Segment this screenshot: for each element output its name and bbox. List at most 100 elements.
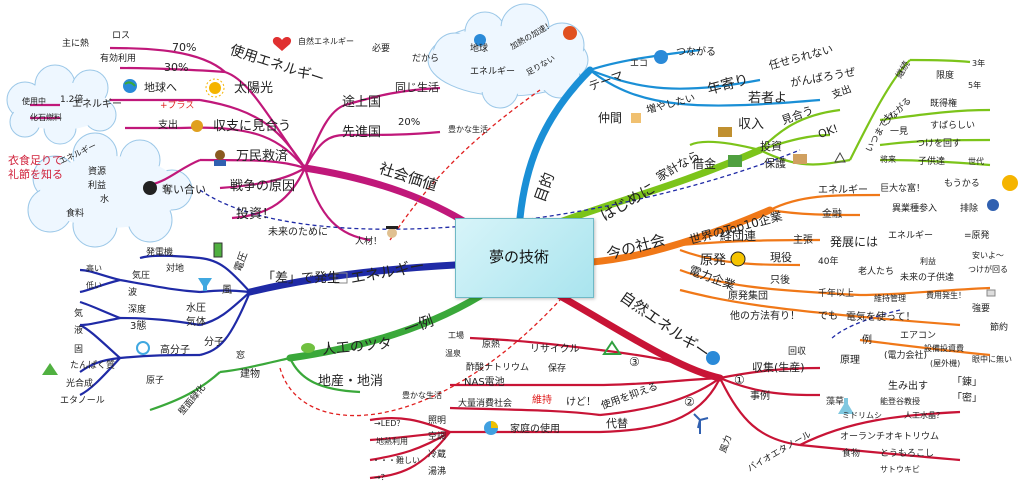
item-salvation: 万民救済 [236,149,289,164]
sun-icon [205,78,225,98]
energy-generator: 発電機 [146,248,174,258]
society-air-conditioner: エアコン [900,331,937,341]
globe-icon [123,79,137,93]
current-society-subbranches [679,193,991,357]
energy-high: 高い [86,264,102,273]
energy-molecule: 分子 [204,337,224,348]
intro-debt: 借金 [692,157,717,171]
society-after: 只後 [770,275,790,286]
globe-icon-2 [474,34,486,46]
energy-protein: たんぱく質 [70,361,116,371]
main-branches [246,66,774,382]
cloud-global-warming [427,3,589,109]
detail-scramble: 奪い合い [162,183,206,196]
society-current: 現役 [770,251,792,264]
energy-polymer: 高分子 [160,345,190,356]
detail-profit: 利益 [88,181,107,191]
natural-substitute: 代替 [606,417,628,430]
natural-unknown: →？ [374,473,389,482]
society-energy: エネルギー [818,185,868,196]
natural-artificial-crystal: 人工水晶？ [904,411,944,420]
purpose-young-people: 若者よ [748,91,788,106]
item-same-life: 同じ生活 [395,81,439,94]
item-human-resources: 人材！ [355,237,383,247]
graph-icon [334,272,348,284]
energy-low: 低い [86,281,102,290]
society-ignored: 眼中に無い [972,355,1012,364]
example-local-production: 地産・地消 [318,374,384,389]
flag-icon [986,289,996,297]
detail-water: 水 [100,195,110,205]
society-debt-passed: つけが回る [968,265,1008,274]
example-window: 窓 [236,351,246,361]
natural-geothermal: 地熱利用 [376,437,408,446]
society-for-development: 発展には [830,235,879,249]
natural-produce: 生み出す [888,381,928,392]
social-value-subbranches [30,46,441,242]
natural-recovery: 回収 [788,347,807,357]
coins-icon [191,120,203,132]
energy-subbranches [79,254,252,396]
natural-lighting: 照明 [428,416,447,426]
natural-ren: 「錬」 [952,377,982,388]
natural-but: けど！ [566,397,596,408]
energy-three-states: 3態 [130,321,147,332]
society-claim: 主張 [793,235,813,246]
society-future-children: 未来の子供達 [900,273,955,283]
detail-mainly-heat: 主に熱 [62,39,90,49]
society-power-co-paren: (電力会社) [884,351,928,361]
energy-ground: 対地 [166,264,185,274]
detail-1-2x: 1.2倍 [60,95,84,105]
natural-mitsu: 「密」 [952,393,982,404]
smiley-icon [1002,175,1018,191]
society-outdoor-unit: (屋外機) [930,359,961,368]
natural-professor: 能登谷教授 [880,397,920,406]
cloud-resource-conflict [27,132,193,248]
tree-icon [42,363,58,375]
detail-20pct: 20% [398,117,421,128]
leaf-icon [301,343,315,353]
society-finance: 金融 [822,209,842,220]
detail-needed: 必要 [372,44,391,54]
pie-chart-icon [484,421,498,435]
natural-recycle: リサイクル [530,344,580,355]
natural-principle: 原理 [840,355,860,366]
natural-to-led: →LED？ [374,419,405,428]
energy-qi: 気 [74,309,84,319]
intro-generation: 世代 [968,157,984,166]
society-new-entrants: 異業種参入 [892,204,938,214]
natural-sodium-acetate: 酢酸ナトリウム [466,363,530,373]
natural-hot-spring: 温泉 [445,349,461,358]
note-line-1: 衣食足りて [8,154,63,167]
detail-effective-use: 有効利用 [100,54,137,64]
globe-icon-3 [654,50,668,64]
item-developed-country: 先進国 [342,125,382,140]
intro-income: 収入 [738,117,765,132]
example-building: 建物 [240,369,260,380]
detail-food: 食料 [66,209,85,219]
detail-30pct: 30% [164,61,189,74]
detail-earth: 地球 [470,44,489,54]
society-nuclear: 原発 [700,253,727,268]
detail-to-earth: 地球へ [144,81,177,94]
radiation-icon [730,251,746,267]
natural-maintain: 維持 [532,395,552,406]
detail-natural-energy: 自然エネルギー [298,37,354,46]
society-profit: 利益 [920,257,936,266]
society-nuclear-group: 原発集団 [728,291,768,302]
society-keidanren: 経団連 [720,229,757,243]
detail-therefore: だから [412,54,440,64]
society-nuclear-eq: =原発 [964,231,990,241]
detail-resources: 資源 [88,167,107,177]
natural-raw-heat: 原熱 [482,340,501,350]
natural-rich-life: 豊かな生活 [402,391,442,400]
recycle-icon [602,340,622,355]
detail-rich-life: 豊かな生活 [448,125,488,134]
intro-3years: 3年 [972,59,986,68]
detail-energy-1: エネルギー [72,99,122,110]
thumbs-up-icon [631,113,641,123]
intro-wonderful: すばらしい [930,121,976,131]
society-huge-wealth: 巨大な富！ [880,184,926,194]
society-40years: 40年 [818,257,839,267]
